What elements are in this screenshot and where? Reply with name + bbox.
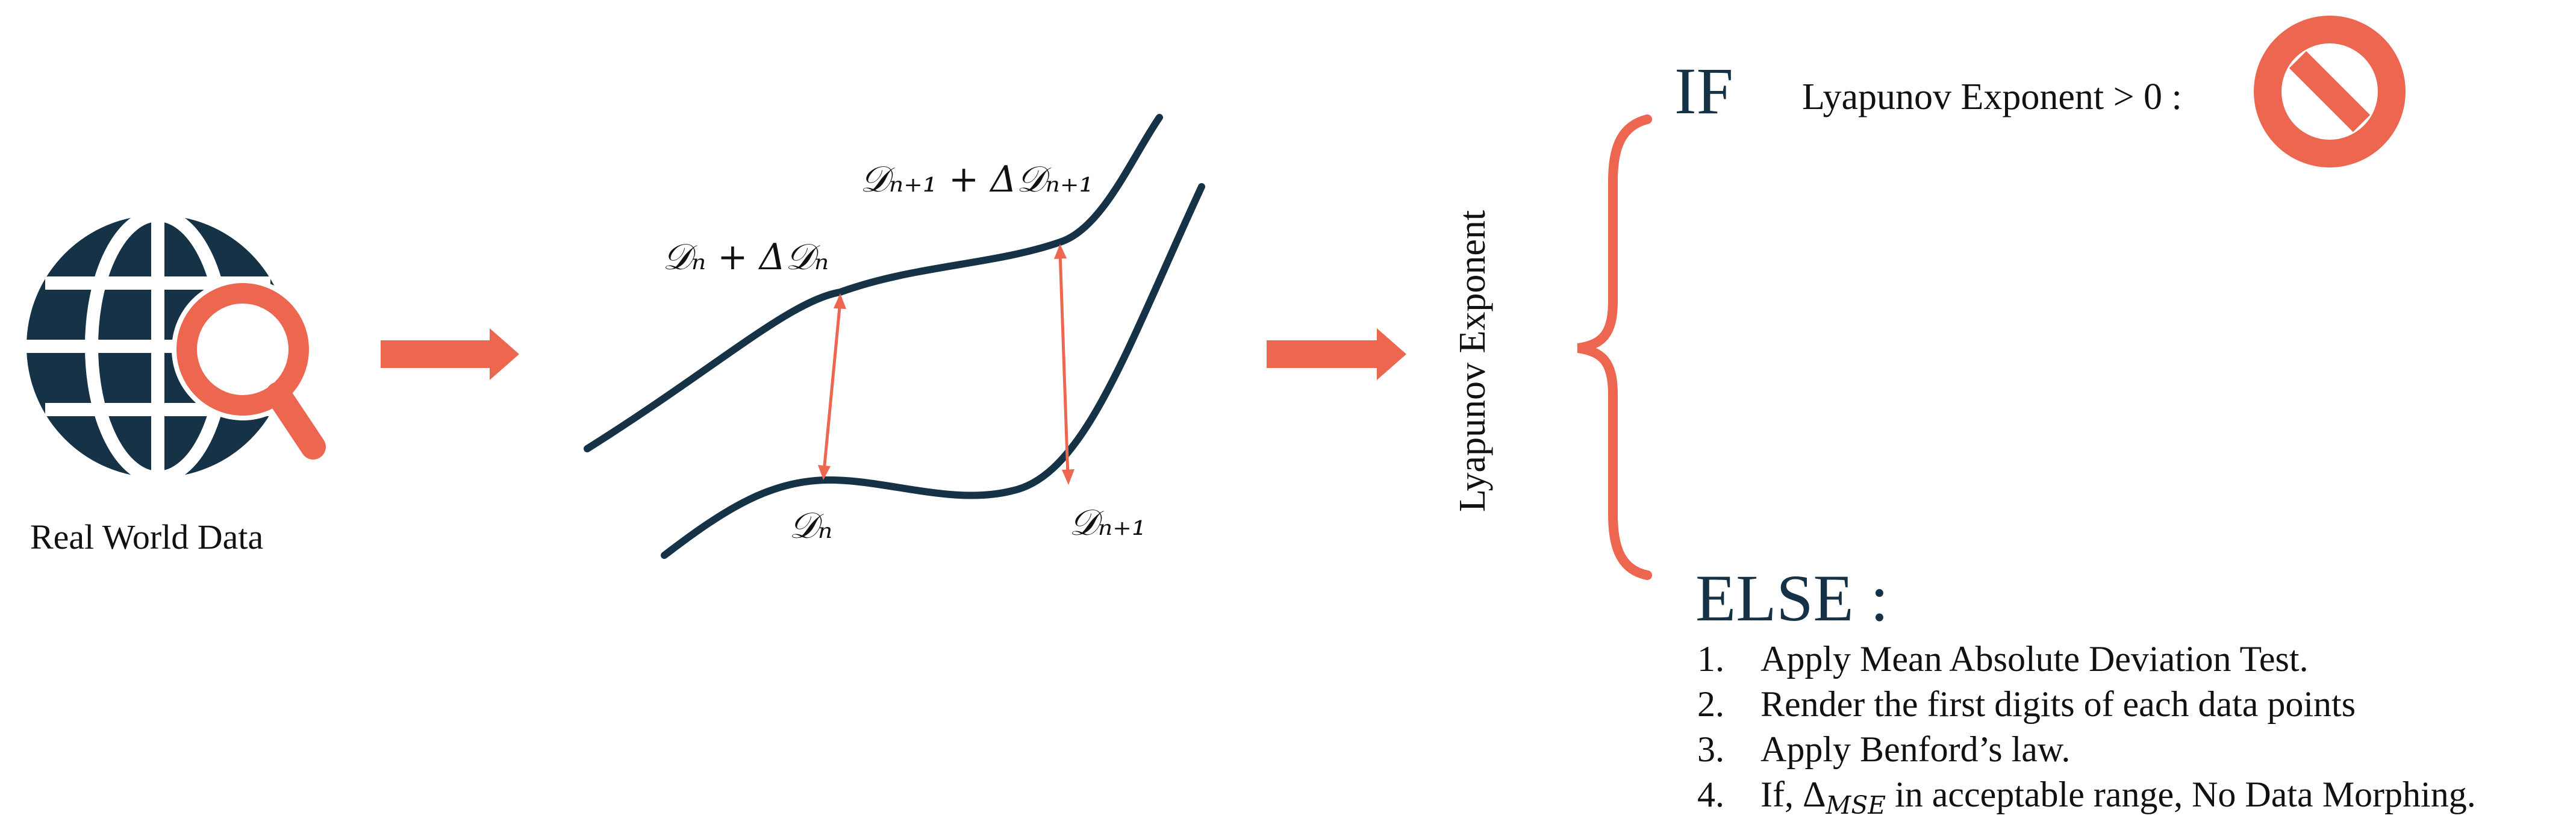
divergence-arrow-right (1054, 244, 1074, 485)
upper-curve (584, 114, 1163, 452)
if-condition: Lyapunov Exponent > 0 : (1802, 76, 2182, 117)
curve-label-upper-right: 𝒟ₙ₊₁ + Δ𝒟ₙ₊₁ (860, 158, 1094, 201)
list-item: 3. Apply Benford’s law. (1697, 729, 2476, 774)
step-text: Render the first digits of each data poi… (1760, 684, 2356, 724)
lower-curve (661, 183, 1205, 559)
divergence-arrow-left (818, 293, 846, 480)
list-item: 1. Apply Mean Absolute Deviation Test. (1697, 638, 2476, 684)
step-text: Apply Benford’s law. (1760, 729, 2071, 769)
step-number: 2. (1697, 684, 1724, 724)
if-keyword: IF (1674, 54, 1733, 128)
flow-arrow-2 (1267, 328, 1406, 380)
search-icon (172, 278, 337, 468)
curve-label-lower-right: 𝒟ₙ₊₁ (1069, 502, 1146, 544)
curve-label-upper-left: 𝒟ₙ + Δ𝒟ₙ (663, 236, 829, 278)
step-number: 4. (1697, 775, 1724, 814)
curve-label-lower-left: 𝒟ₙ (789, 505, 833, 547)
else-steps-list: 1. Apply Mean Absolute Deviation Test. 2… (1697, 638, 2476, 820)
step-text-post: in acceptable range, No Data Morphing. (1886, 775, 2476, 814)
list-item: 2. Render the first digits of each data … (1697, 684, 2476, 729)
real-world-caption: Real World Data (30, 517, 264, 557)
step-text: If, ΔMSE in acceptable range, No Data Mo… (1760, 774, 2476, 820)
lyapunov-vertical-label: Lyapunov Exponent (1452, 210, 1493, 512)
prohibited-icon (2254, 16, 2406, 167)
step-text: Apply Mean Absolute Deviation Test. (1760, 639, 2309, 679)
step-number: 3. (1697, 729, 1724, 769)
curly-brace (1577, 114, 1652, 580)
step-number: 1. (1697, 639, 1724, 679)
step-text-pre: If, Δ (1760, 775, 1826, 814)
else-keyword: ELSE : (1695, 561, 1889, 635)
step-text-sub: MSE (1826, 791, 1886, 820)
list-item: 4. If, ΔMSE in acceptable range, No Data… (1697, 774, 2476, 820)
flow-arrow-1 (381, 328, 519, 380)
